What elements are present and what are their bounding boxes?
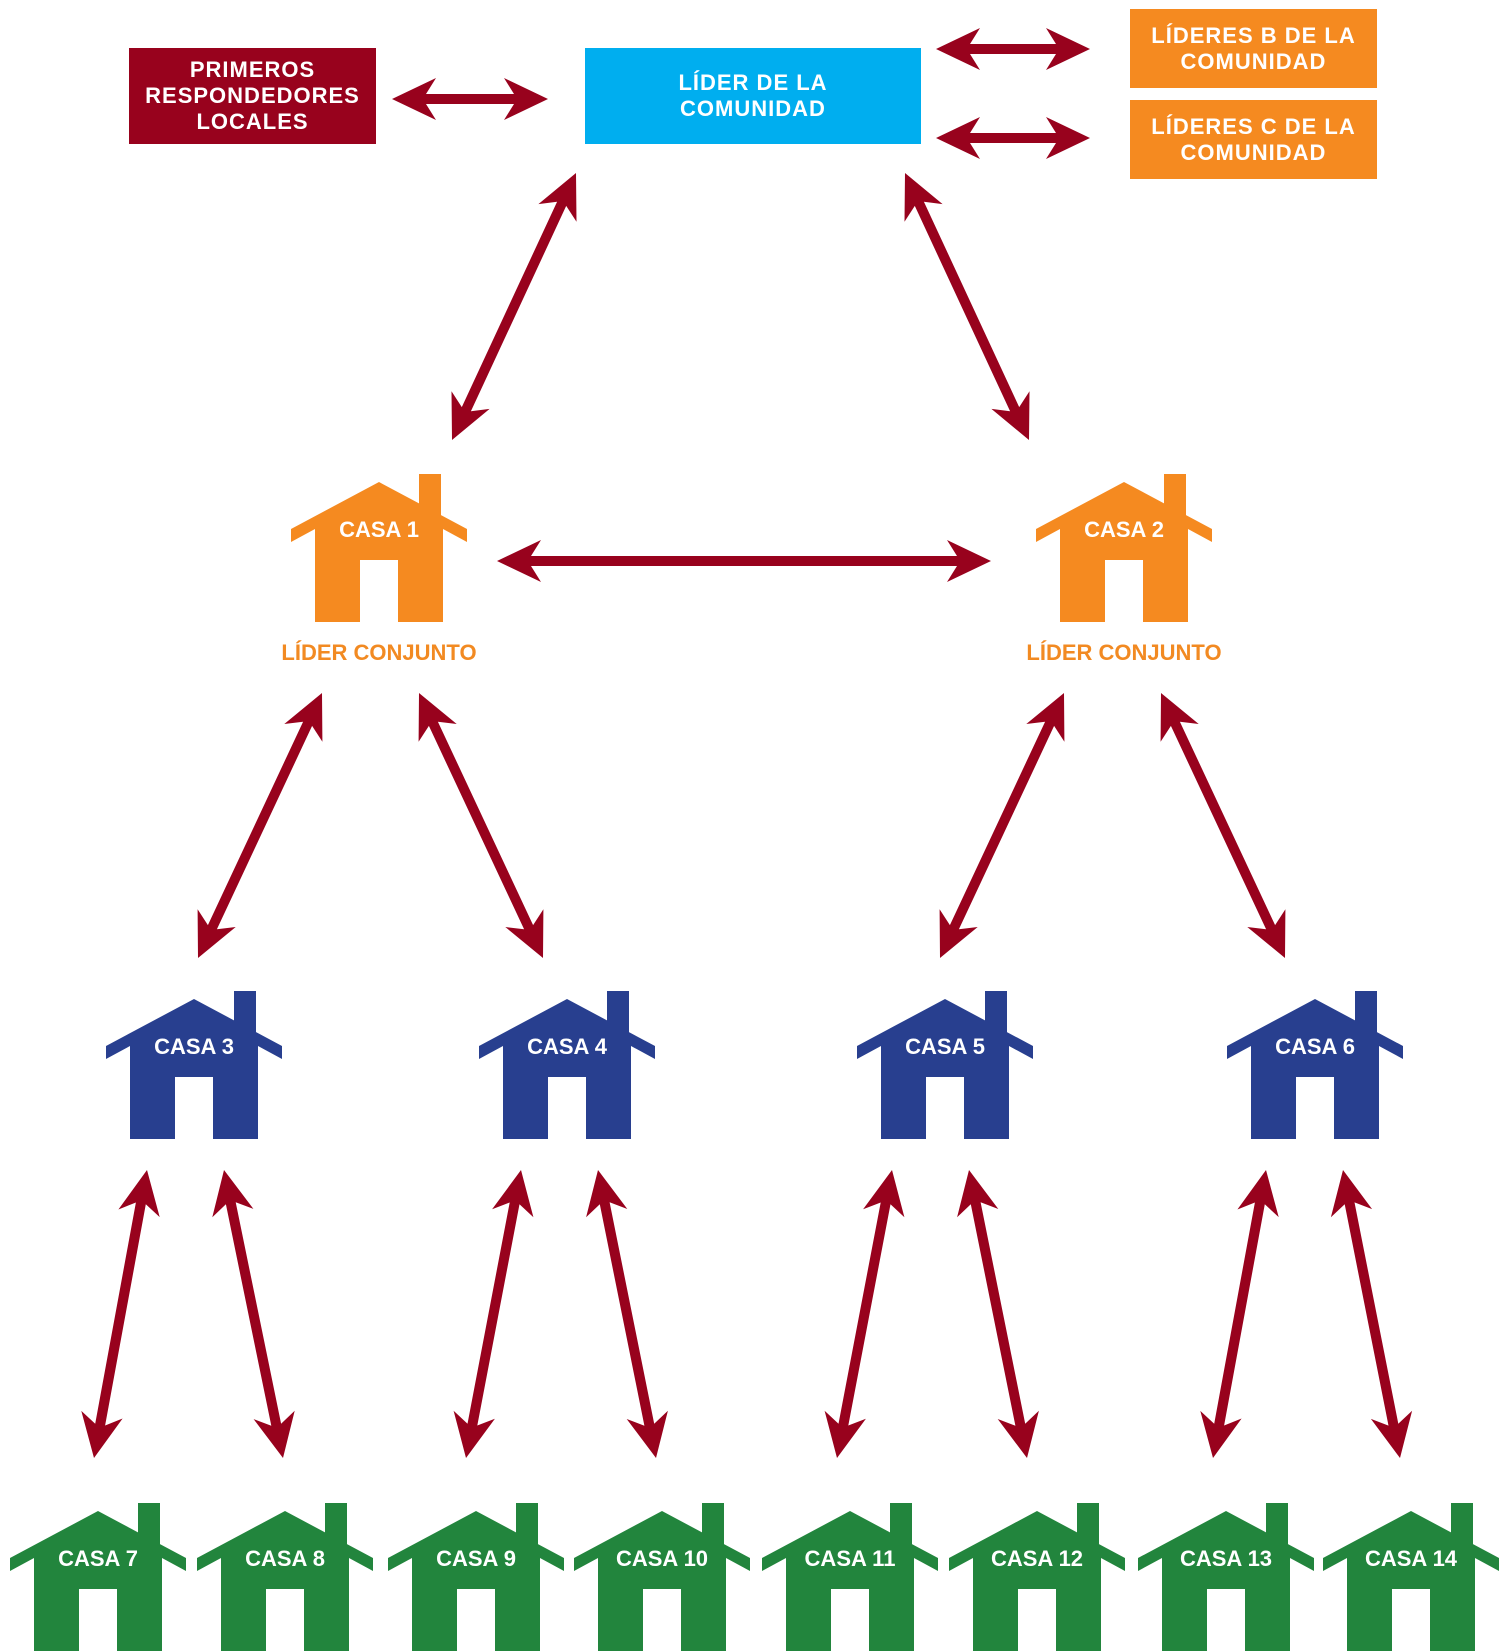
house-casa-9: CASA 9 [388,1503,564,1651]
arrow-leader-leaders-c [936,117,1090,159]
local-responders-box: PRIMEROS RESPONDEDORES LOCALES [129,48,376,144]
house-label: CASA 4 [527,1034,608,1059]
house-casa-13: CASA 13 [1138,1503,1314,1651]
house-label: CASA 10 [616,1546,708,1571]
arrow-casa-4-casa-9 [453,1170,534,1458]
arrow-casa-5-casa-12 [957,1170,1039,1458]
house-label: CASA 11 [805,1546,896,1571]
arrow-casa-6-casa-13 [1200,1170,1279,1458]
arrow-responders-leader [392,78,548,120]
arrow-casa-3-casa-8 [212,1170,295,1458]
house-label: CASA 13 [1180,1546,1272,1571]
arrow-leader-casa-1 [451,173,577,440]
arrow-casa-1-casa-3 [197,693,323,958]
house-label: CASA 8 [245,1546,325,1571]
arrow-casa-1-casa-2 [497,540,991,582]
house-label: CASA 14 [1365,1546,1458,1571]
house-casa-5: CASA 5 [857,991,1033,1140]
community-leader-box: LÍDER DE LA COMUNIDAD [585,48,921,144]
house-label: CASA 6 [1275,1034,1355,1059]
house-casa-11: CASA 11 [762,1503,938,1651]
house-label: CASA 2 [1084,517,1164,542]
arrow-casa-4-casa-10 [586,1170,668,1458]
joint-leader-caption-2: LÍDER CONJUNTO [1026,640,1221,665]
house-label: CASA 7 [58,1546,138,1571]
leader-house-1: CASA 1 [291,474,467,623]
arrow-casa-5-casa-11 [824,1170,905,1458]
arrow-casa-2-casa-6 [1160,693,1286,958]
community-leaders-b-box: LÍDERES B DE LA COMUNIDAD [1130,9,1377,88]
house-casa-7: CASA 7 [10,1503,186,1651]
house-label: CASA 5 [905,1034,985,1059]
joint-leader-caption-1: LÍDER CONJUNTO [281,640,476,665]
house-casa-6: CASA 6 [1227,991,1403,1140]
leader-house-2: CASA 2 [1036,474,1212,623]
community-leaders-c-box: LÍDERES C DE LA COMUNIDAD [1130,100,1377,179]
arrow-casa-1-casa-4 [418,693,544,958]
arrow-leader-casa-2 [904,173,1030,440]
house-casa-4: CASA 4 [479,991,655,1140]
house-casa-3: CASA 3 [106,991,282,1140]
house-casa-10: CASA 10 [574,1503,750,1651]
arrow-casa-3-casa-7 [81,1170,160,1458]
arrow-leader-leaders-b [936,28,1090,70]
house-label: CASA 12 [991,1546,1083,1571]
house-casa-14: CASA 14 [1323,1503,1499,1651]
house-label: CASA 1 [339,517,419,542]
arrow-casa-6-casa-14 [1330,1170,1413,1458]
house-label: CASA 3 [154,1034,234,1059]
house-label: CASA 9 [436,1546,516,1571]
arrow-casa-2-casa-5 [939,693,1065,958]
house-casa-8: CASA 8 [197,1503,373,1651]
house-casa-12: CASA 12 [949,1503,1125,1651]
